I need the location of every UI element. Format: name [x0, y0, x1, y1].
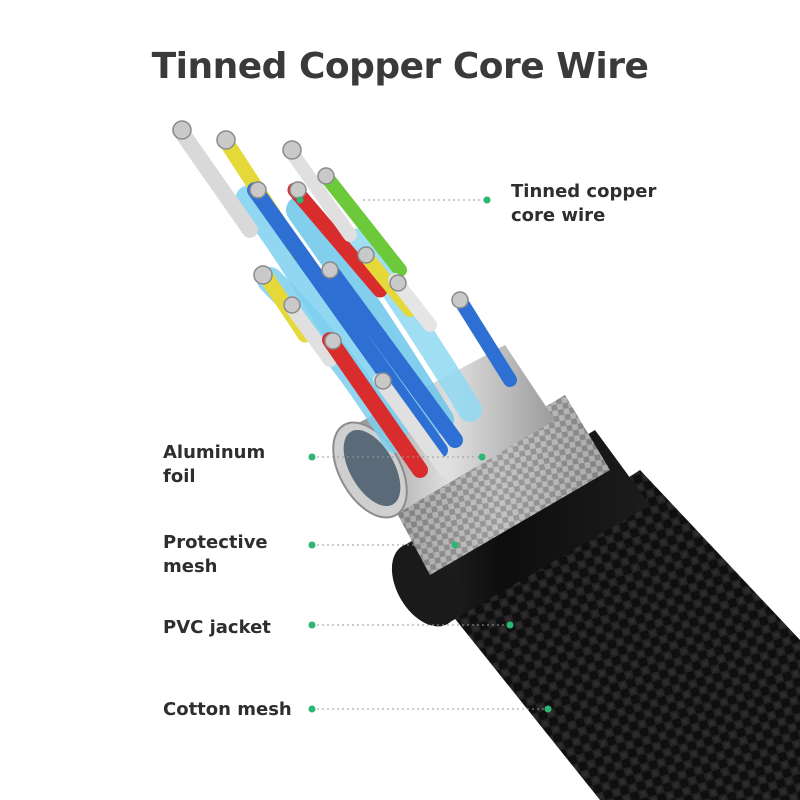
core-wire-dot — [296, 196, 304, 204]
cotton-mesh-dot — [308, 705, 316, 713]
pvc-jacket-dot — [308, 621, 316, 629]
aluminum-foil-dot — [308, 453, 316, 461]
core-wires — [172, 120, 517, 478]
page-title: Tinned Copper Core Wire — [151, 46, 649, 87]
protective-mesh-layer — [390, 395, 610, 575]
label-cotton-mesh: Cotton mesh — [163, 699, 292, 720]
protective-mesh-dot — [308, 541, 316, 549]
label-aluminum-foil: Aluminum foil — [163, 442, 266, 487]
leader-lines — [296, 196, 552, 713]
label-protective-mesh: Protective mesh — [163, 532, 268, 577]
label-tinned-copper-core-wire: Tinned copper core wire — [511, 181, 657, 226]
label-pvc-jacket: PVC jacket — [163, 617, 271, 638]
